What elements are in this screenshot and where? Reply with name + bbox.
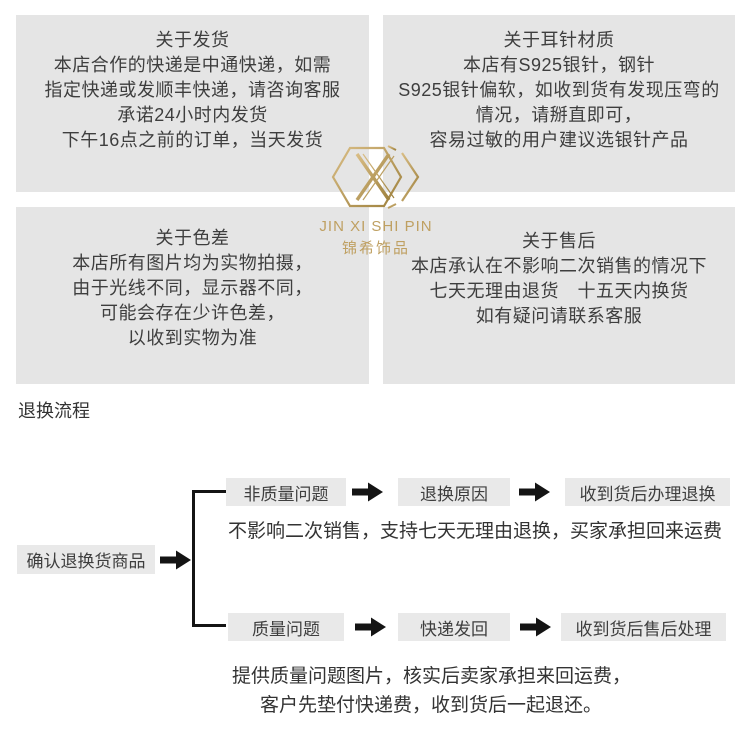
info-box-line: 容易过敏的用户建议选银针产品 — [429, 130, 689, 150]
arrow-right-icon — [160, 550, 191, 570]
info-box-title: 关于发货 — [155, 30, 230, 50]
flow-note-quality-line2: 客户先垫付快递费，收到货后一起退还。 — [260, 695, 603, 716]
brand-logo: JIN XI SHI PIN 锦希饰品 — [316, 141, 436, 258]
arrow-right-icon — [519, 482, 550, 502]
branch-connector-top — [192, 490, 226, 493]
branch-connector-vertical — [192, 490, 195, 627]
arrow-right-icon — [355, 617, 386, 637]
flow-step-aftersale-after-receipt: 收到货后售后处理 — [561, 613, 726, 641]
arrow-right-icon — [352, 482, 383, 502]
info-box-line: 本店有S925银针，钢针 — [462, 55, 656, 75]
flow-note-non-quality: 不影响二次销售，支持七天无理由退换，买家承担回来运费 — [228, 521, 723, 542]
brand-name-latin: JIN XI SHI PIN — [319, 218, 433, 235]
info-box-line: 下午16点之前的订单，当天发货 — [61, 130, 324, 150]
info-box-line: 本店合作的快递是中通快递，如需 — [53, 55, 332, 75]
info-box-line: 承诺24小时内发货 — [117, 105, 268, 125]
branch-connector-bottom — [192, 624, 226, 627]
info-box-color-difference: 关于色差 本店所有图片均为实物拍摄， 由于光线不同，显示器不同， 可能会存在少许… — [16, 207, 369, 384]
flow-root-node: 确认退换货商品 — [17, 545, 155, 574]
info-box-line: 七天无理由退货 十五天内换货 — [429, 281, 689, 301]
flow-note-quality-line1: 提供质量问题图片，核实后卖家承担来回运费， — [232, 666, 632, 687]
info-box-line: 本店承认在不影响二次销售的情况下 — [411, 256, 707, 276]
brand-name-cjk: 锦希饰品 — [341, 240, 410, 257]
info-box-title: 关于色差 — [155, 228, 230, 248]
info-box-line: 本店所有图片均为实物拍摄， — [72, 253, 313, 273]
info-box-line: 指定快递或发顺丰快递，请咨询客服 — [44, 80, 341, 100]
flow-note-quality: 提供质量问题图片，核实后卖家承担来回运费， 客户先垫付快递费，收到货后一起退还。 — [232, 662, 631, 720]
info-box-line: 可能会存在少许色差， — [100, 303, 285, 323]
info-box-line: 如有疑问请联系客服 — [475, 306, 643, 326]
info-box-line: S925银针偏软，如收到货有发现压弯的 — [398, 80, 720, 100]
flow-step-handle-return-after-receipt: 收到货后办理退换 — [565, 478, 730, 506]
info-box-shipping: 关于发货 本店合作的快递是中通快递，如需 指定快递或发顺丰快递，请咨询客服 承诺… — [16, 15, 369, 192]
flow-step-quality-issue: 质量问题 — [228, 613, 344, 641]
info-box-material: 关于耳针材质 本店有S925银针，钢针 S925银针偏软，如收到货有发现压弯的 … — [383, 15, 735, 192]
info-box-title: 关于售后 — [522, 231, 596, 251]
flow-step-return-reason: 退换原因 — [398, 478, 510, 506]
info-box-line: 情况，请掰直即可， — [475, 105, 643, 125]
info-box-line: 以收到实物为准 — [127, 328, 258, 348]
info-box-aftersale: 关于售后 本店承认在不影响二次销售的情况下 七天无理由退货 十五天内换货 如有疑… — [383, 207, 735, 384]
arrow-right-icon — [520, 617, 551, 637]
info-box-title: 关于耳针材质 — [503, 30, 615, 50]
hexagon-monogram-icon — [331, 145, 420, 209]
flow-step-non-quality-issue: 非质量问题 — [226, 478, 346, 506]
flow-section-heading: 退换流程 — [18, 401, 90, 421]
info-box-line: 由于光线不同，显示器不同， — [72, 278, 313, 298]
flow-step-ship-back: 快递发回 — [398, 613, 510, 641]
